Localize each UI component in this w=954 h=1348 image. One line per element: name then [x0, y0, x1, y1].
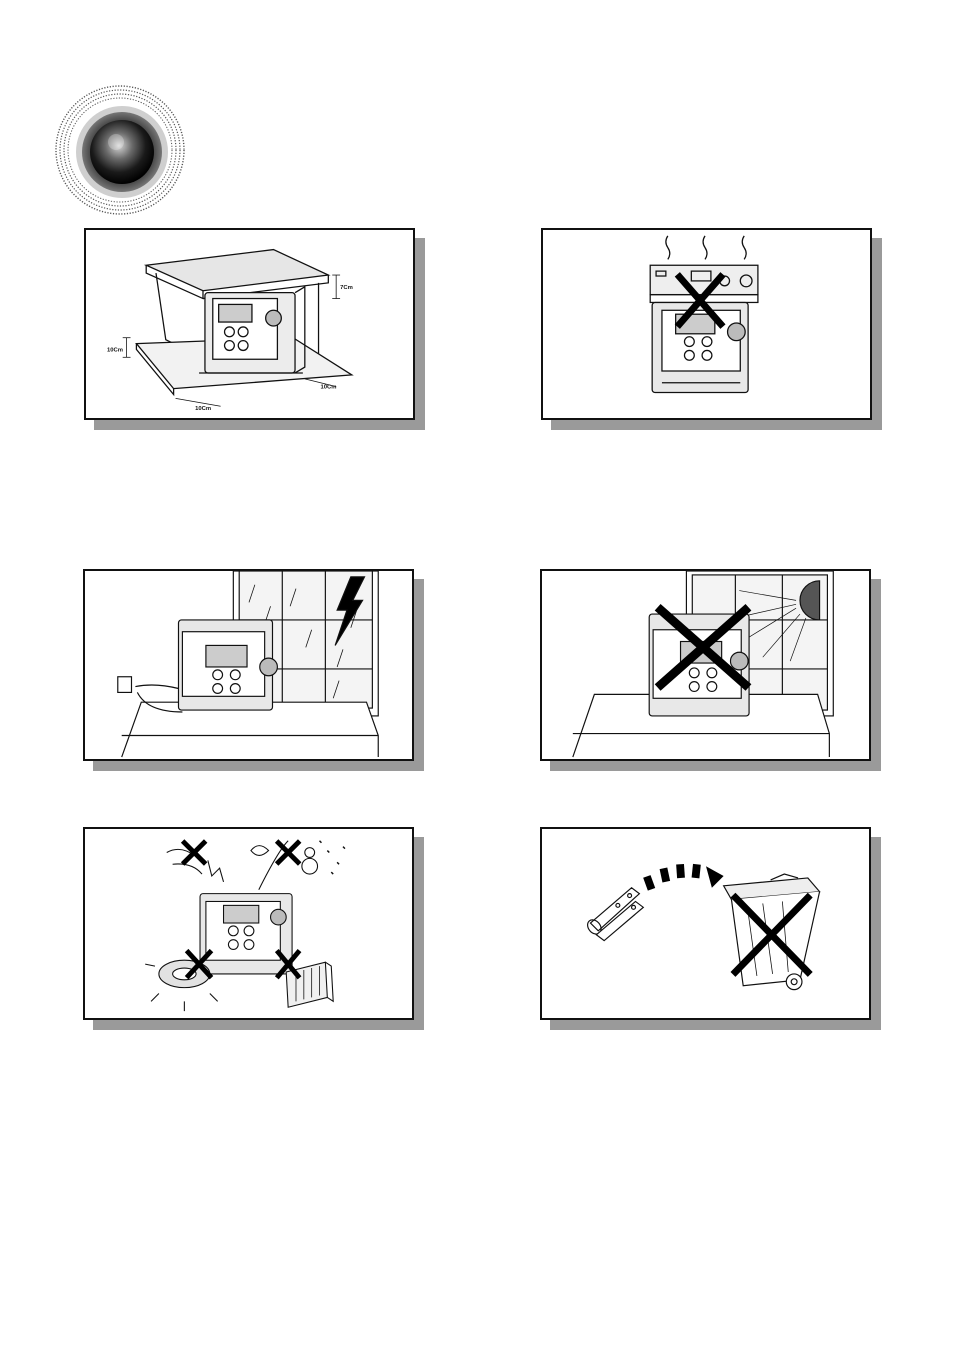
dashed-arrow-icon: [643, 864, 723, 891]
panel-avoid-direct-sunlight: [540, 569, 871, 761]
dim-back-label: 10Cm: [320, 385, 336, 391]
dim-side-label: 10Cm: [107, 347, 123, 353]
ventilation-illustration: 7Cm 10Cm 10Cm 10Cm: [86, 230, 413, 418]
panel-unplug-during-storm: [83, 569, 414, 761]
panel-battery-disposal: [540, 827, 871, 1020]
dim-top-label: 7Cm: [340, 285, 353, 291]
dim-front-label: 10Cm: [195, 406, 211, 412]
panel-ventilation-clearance: 7Cm 10Cm 10Cm 10Cm: [84, 228, 415, 420]
speaker-lens-icon: [52, 78, 188, 218]
panel-no-heat-source-on-top: [541, 228, 872, 420]
panel-avoid-heat-cold-magnets: [83, 827, 414, 1020]
